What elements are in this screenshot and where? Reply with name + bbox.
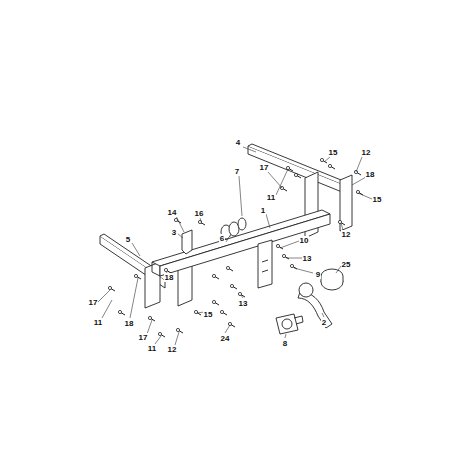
callout-number: 10: [299, 236, 310, 245]
leader-lines: [324, 157, 330, 162]
callout-number: 2: [321, 318, 327, 327]
callout-number: 17: [259, 163, 270, 172]
callout-number: 16: [194, 209, 205, 218]
callout-number: 17: [138, 333, 149, 342]
leader-lines: [175, 332, 179, 345]
callout-number: 11: [93, 318, 103, 327]
electrical-socket: [276, 314, 298, 334]
leader-lines: [322, 313, 324, 317]
callout-number: 4: [235, 138, 241, 147]
callout-number: 17: [88, 298, 99, 307]
tow-ball: [299, 283, 313, 297]
socket-face: [282, 319, 292, 329]
leader-lines: [102, 300, 112, 318]
tow-plate: [258, 240, 272, 288]
crossbeam-end: [152, 262, 160, 276]
callout-number: 14: [167, 208, 178, 217]
leader-lines: [243, 147, 256, 152]
bolts: [276, 244, 283, 249]
callout-number: 12: [167, 345, 178, 354]
leader-lines: [268, 172, 282, 188]
bolts: [354, 170, 361, 175]
leader-lines: [239, 176, 242, 216]
crossbeam: [160, 214, 330, 276]
bolts: [230, 284, 237, 289]
tow-ball-neck: [298, 292, 332, 328]
leader-lines: [98, 147, 372, 345]
side-plate: [145, 262, 160, 308]
callout-number: 11: [266, 193, 276, 202]
leader-lines: [358, 193, 372, 199]
callout-number: 7: [234, 167, 240, 176]
callout-number: 15: [372, 195, 383, 204]
callout-number: 12: [341, 230, 352, 239]
ball-cover-top: [321, 269, 343, 282]
callout-number: 3: [171, 228, 177, 237]
leader-lines: [356, 157, 362, 172]
bolts: [226, 266, 233, 271]
callout-number: 13: [302, 254, 313, 263]
callout-number: 1: [260, 206, 266, 215]
leader-lines: [178, 234, 183, 238]
callout-number: 18: [164, 273, 175, 282]
callout-number: 6: [219, 234, 225, 243]
callout-number: 5: [125, 235, 131, 244]
hook-bracket: [182, 230, 192, 254]
leader-lines: [132, 243, 140, 256]
leader-lines: [200, 218, 202, 224]
washer: [229, 222, 239, 236]
crossbeam: [152, 210, 330, 266]
bolts: [158, 332, 165, 337]
ring: [238, 218, 246, 230]
leader-lines: [285, 334, 286, 338]
callout-number: 13: [238, 299, 249, 308]
callout-number: 9: [315, 270, 321, 279]
right-bracket: [248, 146, 342, 192]
bolts: [238, 292, 245, 297]
bolts: [108, 158, 363, 337]
leader-lines: [266, 214, 270, 228]
bolts: [220, 310, 227, 315]
towbar-parts: [100, 144, 352, 334]
bolts: [356, 190, 363, 195]
socket-lid: [294, 316, 303, 324]
leader-lines: [280, 241, 299, 248]
tow-plate-holes: [262, 260, 268, 272]
bolts: [212, 274, 219, 279]
leader-lines: [225, 325, 230, 333]
bolts: [176, 328, 183, 333]
callout-number: 24: [220, 334, 231, 343]
callout-number: 18: [365, 170, 376, 179]
leader-lines: [286, 258, 302, 259]
callout-number: 15: [328, 148, 339, 157]
leader-lines: [130, 278, 138, 318]
bolts: [328, 164, 335, 169]
bolts: [282, 254, 289, 259]
callout-number: 18: [124, 319, 135, 328]
callout-number: 11: [147, 344, 157, 353]
callout-number: 25: [341, 260, 352, 269]
bolts: [118, 310, 125, 315]
callout-number: 15: [203, 310, 214, 319]
right-bracket-edge: [248, 144, 346, 184]
callout-number: 12: [361, 148, 372, 157]
bolts: [338, 220, 345, 225]
leader-lines: [294, 268, 313, 273]
bolts: [294, 173, 301, 178]
leader-lines: [276, 169, 288, 195]
leader-lines: [98, 290, 110, 302]
bolts: [212, 300, 219, 305]
leader-lines: [226, 239, 228, 242]
callout-number: 8: [282, 339, 288, 348]
